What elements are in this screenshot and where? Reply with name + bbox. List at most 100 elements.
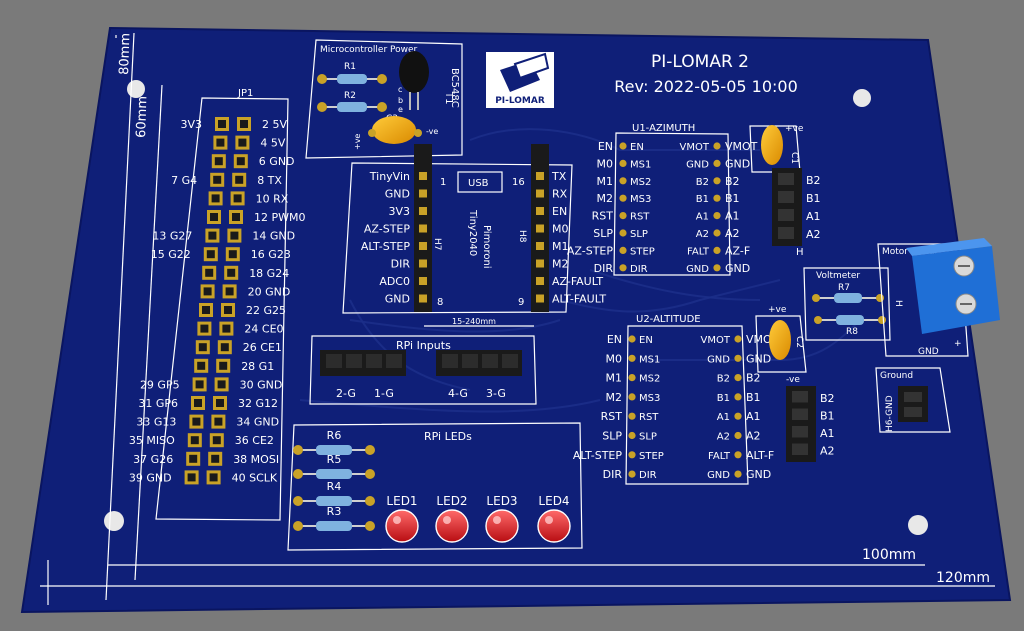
svg-text:H7: H7 (432, 238, 442, 251)
jp1-right-label: 14 GND (252, 230, 295, 243)
tiny-right-label: TX (551, 170, 567, 183)
h8-header (531, 144, 549, 312)
svg-text:Pimoroni: Pimoroni (481, 225, 492, 269)
microcontroller-power-section: Microcontroller Power R1 R2 C3 c b e T1 … (305, 39, 463, 159)
inner-right-label: GND (707, 470, 730, 481)
inner-left-label: DIR (630, 264, 648, 275)
tiny-right-label: M1 (552, 240, 569, 253)
ground-header (898, 386, 928, 422)
dim-80mm: 80mm (117, 33, 133, 75)
pin-hole (190, 436, 199, 445)
outer-right-label: ALT-F (746, 449, 774, 462)
svg-text:Tiny2040: Tiny2040 (467, 209, 478, 256)
tiny-right-label: ALT-FAULT (552, 293, 606, 306)
h8-pin (536, 294, 544, 303)
jp1-left-label: 33 G13 (136, 416, 176, 429)
dim-60mm: 60mm (134, 96, 150, 138)
pin-hole (198, 343, 207, 352)
driver-pin (619, 264, 627, 272)
pin-hole (208, 231, 217, 240)
jp1-right-label: 4 5V (260, 137, 285, 150)
inner-right-label: B2 (696, 177, 709, 188)
inner-left-label: SLP (630, 229, 648, 240)
outer-left-label: M0 (597, 157, 614, 170)
outer-left-label: M0 (606, 352, 623, 365)
driver-pin (628, 335, 636, 343)
outer-right-label: B2 (746, 372, 761, 385)
tiny-left-label: TinyVin (369, 170, 410, 183)
pin-hole (217, 380, 226, 389)
outer-left-label: M2 (597, 192, 614, 205)
jp1-left-label: 7 G4 (171, 174, 197, 187)
outer-right-label: B1 (746, 391, 761, 404)
svg-text:BC548C: BC548C (449, 68, 460, 108)
driver-pin (628, 374, 636, 382)
svg-text:H6-GND: H6-GND (885, 395, 895, 432)
driver-pin (734, 335, 742, 343)
inner-left-label: STEP (630, 246, 655, 257)
pin-hole (216, 399, 224, 407)
inner-left-label: EN (630, 142, 644, 153)
h7-pin (419, 224, 427, 233)
driver-pin (628, 431, 636, 440)
inner-right-label: A1 (696, 212, 709, 223)
dimension-lines (40, 32, 995, 605)
h7-pin (419, 242, 427, 250)
connector-label: A1 (806, 210, 821, 223)
tiny-left-label: 3V3 (388, 205, 410, 218)
driver-pin (734, 354, 742, 362)
inner-right-label: FALT (708, 451, 731, 462)
outer-left-label: SLP (602, 430, 622, 443)
jp1-right-label: 34 GND (236, 416, 279, 429)
pin-hole (197, 361, 206, 370)
h7-pin (419, 189, 427, 198)
tiny-left-label: GND (385, 293, 410, 306)
tiny-right-label: M0 (552, 223, 569, 236)
pin-hole (200, 324, 209, 333)
pin-hole (232, 213, 240, 221)
driver-pin (734, 393, 742, 401)
jp1-right-label: 6 GND (259, 155, 295, 168)
pin-hole (213, 175, 222, 184)
svg-text:+ve: +ve (785, 124, 804, 134)
jp1-right-label: 22 G25 (246, 304, 286, 317)
driver-pin (628, 393, 636, 401)
inner-left-label: SLP (639, 432, 657, 443)
svg-text:1-G: 1-G (374, 387, 394, 400)
h8-pin (536, 207, 544, 215)
outer-right-label: A1 (746, 410, 761, 423)
connector-label: B2 (806, 174, 821, 187)
pin-hole (202, 306, 210, 314)
outer-right-label: GND (725, 262, 750, 275)
outer-left-label: M1 (606, 372, 623, 385)
inner-left-label: STEP (639, 451, 664, 462)
svg-text:RPi Inputs: RPi Inputs (396, 339, 451, 352)
resistor-body (316, 445, 352, 455)
jp1-left-label: 3V3 (180, 118, 202, 131)
svg-text:T1: T1 (443, 91, 454, 104)
svg-text:H: H (796, 247, 804, 258)
svg-text:R1: R1 (344, 62, 356, 72)
jp1-right-label: 10 RX (256, 192, 289, 205)
outer-right-label: A2 (746, 430, 761, 443)
outer-left-label: DIR (603, 468, 623, 481)
driver-pin (734, 470, 742, 478)
svg-text:Microcontroller Power: Microcontroller Power (320, 45, 418, 55)
resistor-label: R6 (327, 429, 342, 442)
driver-pin (713, 142, 721, 150)
pin-hole (214, 157, 223, 166)
jp1-right-label: 24 CE0 (244, 323, 283, 336)
inner-right-label: B2 (717, 374, 730, 385)
pin-hole (218, 120, 226, 128)
h8-pin (536, 277, 544, 285)
connector-label: B1 (820, 409, 835, 422)
pin-hole (214, 417, 223, 426)
jp1-left-label: 15 G22 (151, 248, 191, 261)
jp1-left-label: 37 G26 (133, 453, 173, 466)
